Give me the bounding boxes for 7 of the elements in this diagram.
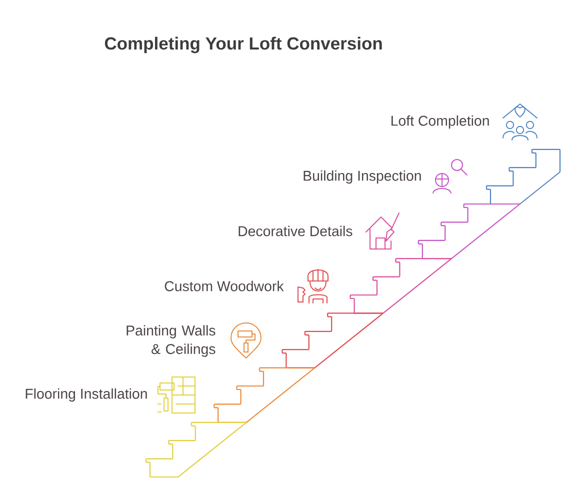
step-label: Decorative Details xyxy=(238,226,352,236)
title: Completing Your Loft Conversion xyxy=(104,36,382,54)
step-label: Painting Walls & Ceilings xyxy=(126,325,216,357)
step-label: Custom Woodwork xyxy=(164,280,284,292)
step-label: Flooring Installation xyxy=(26,388,147,402)
step-label: Building Inspection xyxy=(304,170,421,184)
step-label: Loft Completion xyxy=(392,115,489,129)
